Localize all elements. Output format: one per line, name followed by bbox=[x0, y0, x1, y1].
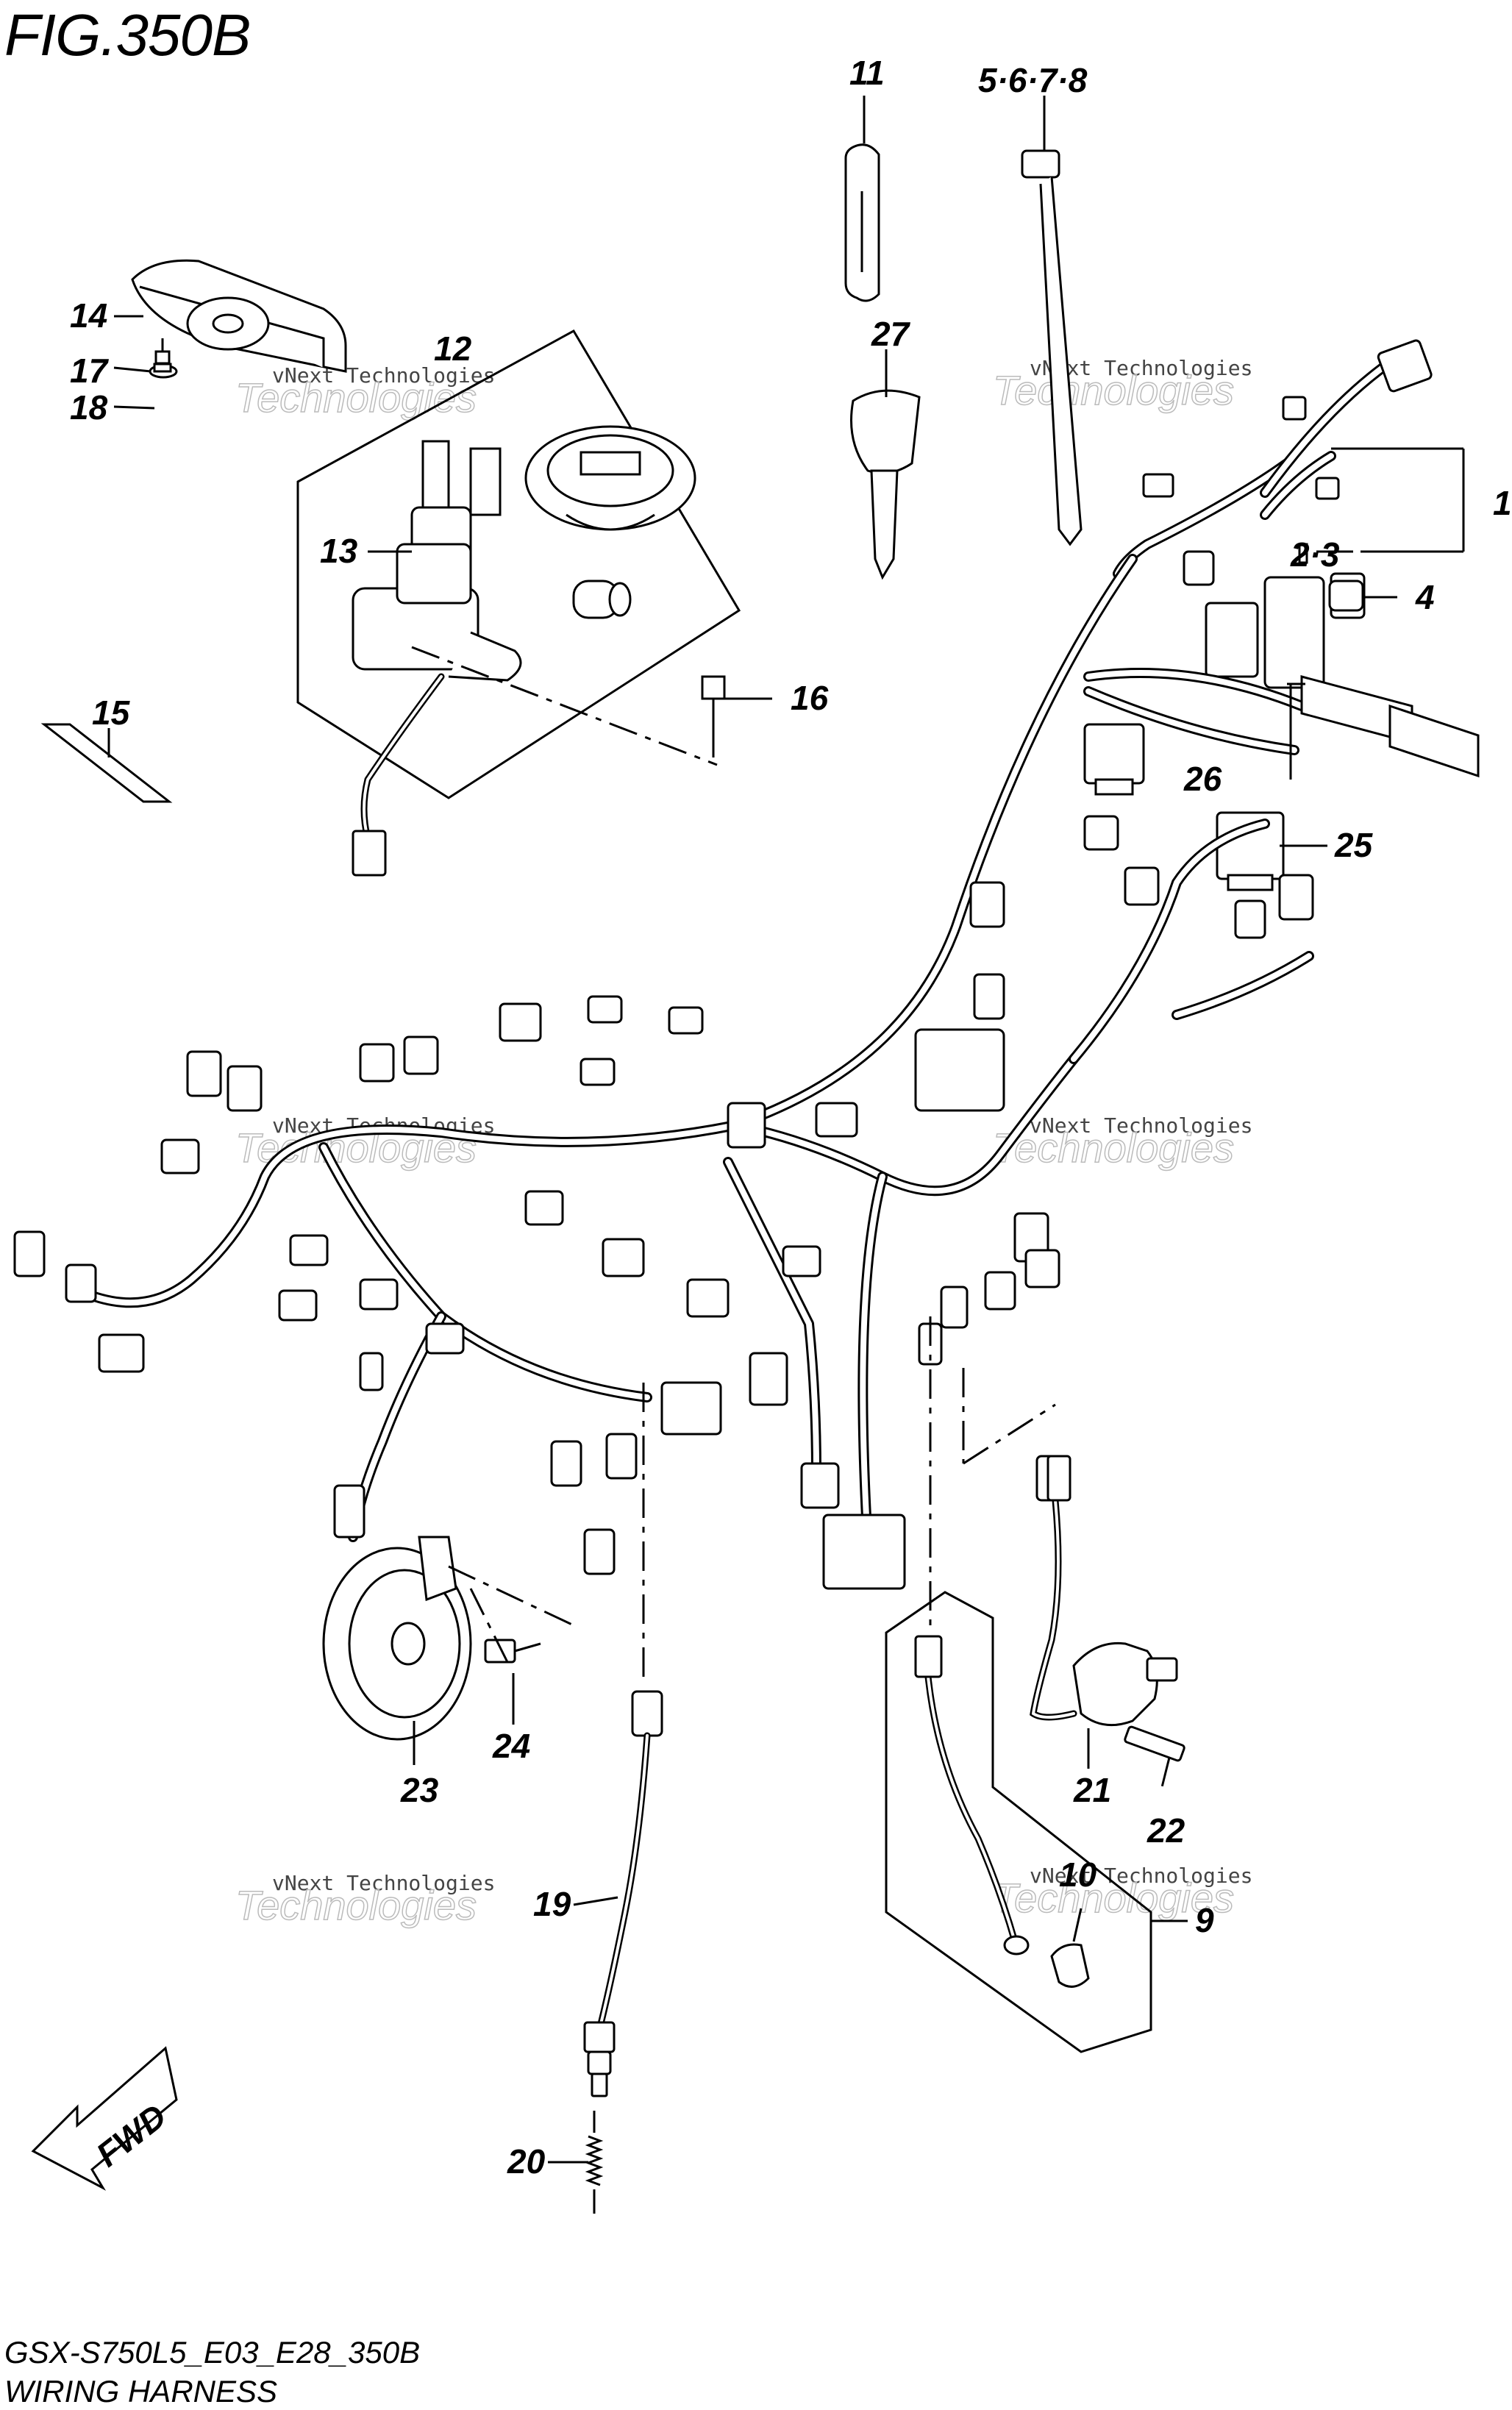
callout-22: 22 bbox=[1147, 1811, 1185, 1850]
screw-part bbox=[153, 338, 172, 373]
clamp-part bbox=[844, 143, 880, 302]
fuse-cap bbox=[1328, 580, 1364, 612]
fwd-arrow-icon: FWD bbox=[31, 2046, 178, 2191]
callout-13: 13 bbox=[320, 532, 358, 570]
watermark-outline: Technologies bbox=[235, 374, 477, 421]
callout-4: 4 bbox=[1415, 578, 1435, 616]
callout-15: 15 bbox=[92, 694, 131, 732]
callout-24: 24 bbox=[492, 1727, 530, 1765]
junction-connector bbox=[727, 1102, 766, 1149]
callout-27: 27 bbox=[871, 315, 911, 353]
callout-11: 11 bbox=[849, 54, 885, 92]
harness-connectors bbox=[13, 815, 1314, 1590]
callout-2-3: 2·3 bbox=[1290, 535, 1340, 574]
callout-14: 14 bbox=[70, 296, 107, 335]
grommet-part bbox=[1050, 1943, 1090, 1988]
return-spring bbox=[585, 2111, 604, 2214]
callout-10: 10 bbox=[1059, 1855, 1097, 1894]
cable-tie-part bbox=[1021, 149, 1083, 546]
callout-25: 25 bbox=[1334, 826, 1374, 864]
callout-5-8: 5·6·7·8 bbox=[978, 61, 1088, 99]
watermark-text: vNext Technologies bbox=[1030, 1864, 1252, 1888]
bolt-part bbox=[701, 675, 726, 757]
ignition-cover-plate bbox=[131, 259, 347, 373]
callout-17: 17 bbox=[70, 352, 110, 390]
callout-labels: 14 17 18 12 13 15 16 11 5·6·7·8 27 1 2·3… bbox=[70, 54, 1512, 2181]
fuse-box-branch bbox=[1113, 339, 1433, 689]
callout-16: 16 bbox=[791, 679, 829, 717]
callout-26: 26 bbox=[1183, 760, 1222, 798]
pad-part bbox=[40, 723, 173, 803]
watermarks: vNext Technologies Technologies vNext Te… bbox=[235, 356, 1252, 1929]
center-lines bbox=[411, 646, 1171, 1788]
main-harness-connectors bbox=[1083, 668, 1480, 778]
diagram-caption: WIRING HARNESS bbox=[4, 2374, 278, 2409]
model-code: GSX-S750L5_E03_E28_350B bbox=[4, 2335, 421, 2370]
watermark-outline: Technologies bbox=[993, 367, 1234, 413]
callout-23: 23 bbox=[400, 1771, 439, 1809]
relay-part bbox=[1083, 723, 1145, 796]
watermark-text: vNext Technologies bbox=[272, 1871, 495, 1895]
lock-cylinder bbox=[572, 580, 632, 619]
sidestand-switch-box bbox=[885, 1591, 1152, 2053]
callout-1: 1 bbox=[1493, 484, 1512, 522]
sidestand-switch bbox=[1030, 1455, 1178, 1727]
callout-12: 12 bbox=[434, 329, 472, 368]
leader-lines bbox=[107, 96, 1397, 2164]
callout-20: 20 bbox=[507, 2142, 546, 2181]
fuel-cap bbox=[524, 425, 696, 531]
callout-9: 9 bbox=[1195, 1901, 1214, 1939]
watermark-text: vNext Technologies bbox=[1030, 1113, 1252, 1138]
figure-title: FIG.350B bbox=[4, 2, 251, 68]
watermark-outline: Technologies bbox=[235, 1882, 477, 1928]
key-blank bbox=[850, 389, 921, 580]
ignition-switch bbox=[352, 440, 522, 877]
ground-wire bbox=[914, 1635, 1030, 1956]
watermark-outline: Technologies bbox=[993, 1124, 1234, 1171]
horn-bolt bbox=[484, 1639, 541, 1664]
screw-part bbox=[1124, 1725, 1185, 1762]
horn bbox=[322, 1536, 472, 1741]
callout-21: 21 bbox=[1073, 1771, 1111, 1809]
ignition-set-box bbox=[296, 329, 741, 799]
watermark-text: vNext Technologies bbox=[272, 363, 495, 388]
callout-18: 18 bbox=[70, 388, 108, 427]
sensor-lead bbox=[583, 1690, 663, 2097]
callout-19: 19 bbox=[533, 1885, 571, 1923]
